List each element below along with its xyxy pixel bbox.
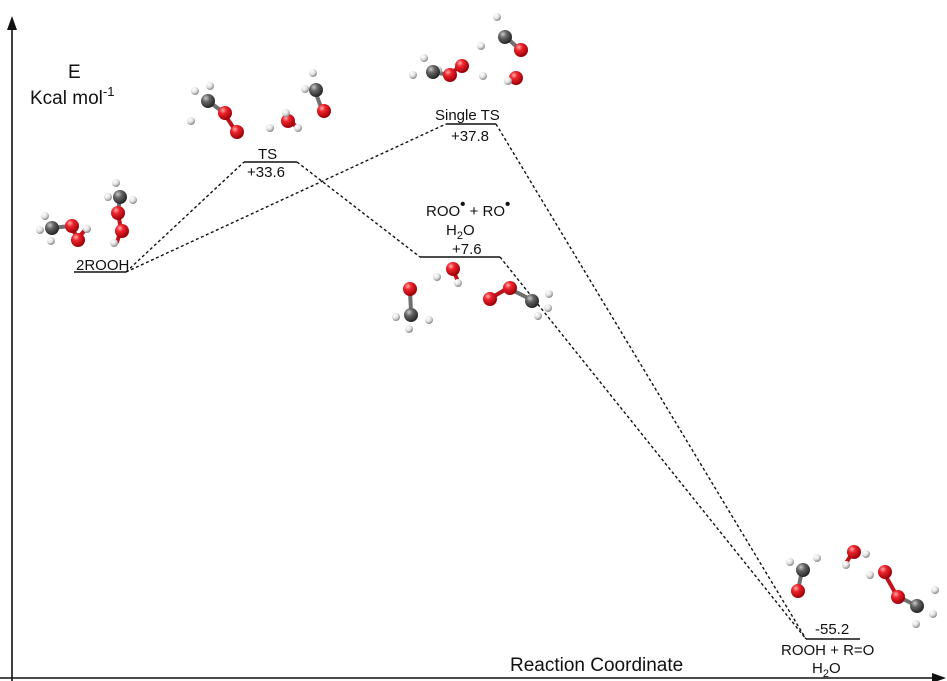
product-o: O <box>829 660 841 677</box>
y-axis-unit-exponent: -1 <box>103 84 115 99</box>
molecule-product <box>786 545 939 628</box>
intermediate-species-line2: H2O <box>446 222 475 242</box>
ts1-label: TS <box>258 146 277 163</box>
product-energy: -55.2 <box>815 621 849 638</box>
molecule-single-ts <box>409 13 528 85</box>
connector-lines <box>125 123 807 640</box>
intermediate-h: H <box>446 222 457 239</box>
y-axis-label: E <box>68 62 81 83</box>
molecule-intermediate <box>392 262 553 333</box>
intermediate-ro: + RO <box>465 203 505 220</box>
ts1-energy: +33.6 <box>247 164 285 181</box>
intermediate-roo: ROO <box>426 203 460 220</box>
reactant-label: 2ROOH <box>76 257 129 274</box>
product-h-sub: 2 <box>823 668 829 680</box>
y-axis-unit: Kcal mol-1 <box>30 84 114 109</box>
intermediate-o: O <box>463 222 475 239</box>
y-axis <box>7 16 17 681</box>
intermediate-h-sub: 2 <box>457 230 463 242</box>
molecule-reactant <box>36 179 137 247</box>
intermediate-radical-dot-1: • <box>460 196 465 213</box>
molecule-ts1 <box>187 69 331 139</box>
product-h: H <box>812 660 823 677</box>
intermediate-energy: +7.6 <box>452 241 482 258</box>
single-ts-energy: +37.8 <box>451 128 489 145</box>
product-species-line2: H2O <box>812 660 841 680</box>
x-axis-label: Reaction Coordinate <box>510 655 683 676</box>
single-ts-label: Single TS <box>435 107 500 124</box>
x-axis <box>0 673 946 681</box>
intermediate-radical-dot-2: • <box>505 196 510 213</box>
intermediate-species-line1: ROO• + RO• <box>426 196 510 220</box>
y-axis-unit-base: Kcal mol <box>30 88 103 109</box>
product-species-line1: ROOH + R=O <box>781 642 874 659</box>
